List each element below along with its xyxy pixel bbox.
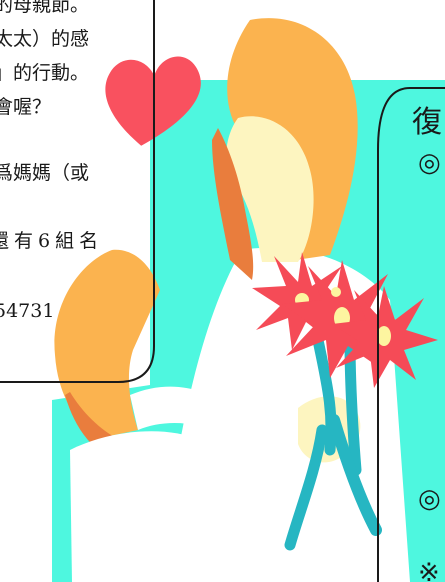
child-dress [70, 431, 200, 582]
bouquet-stem-2 [344, 334, 362, 476]
left-card-line-1: 的母親節。 [0, 0, 90, 16]
right-card-marker-2: ◎ [418, 484, 441, 514]
left-card-line-7: 54731 [0, 300, 55, 322]
left-card-line-3: 」的行動。 [0, 62, 90, 84]
right-card-border [377, 87, 445, 582]
left-card-border [0, 0, 155, 383]
left-card-line-4: 會喔？ [0, 96, 52, 118]
bouquet-stem-3 [328, 414, 382, 536]
left-card-line-5: 爲媽媽（或 [0, 162, 90, 184]
child-arm [130, 386, 230, 435]
child-hair [54, 249, 160, 438]
right-card-title: 復 [412, 105, 442, 140]
mother-face [226, 116, 314, 262]
flower-right [332, 286, 438, 388]
bouquet-stem-1 [312, 334, 337, 456]
flower-bouquet-icon [252, 252, 438, 388]
flower-seed [331, 287, 341, 297]
mother-face-shadow [212, 128, 254, 280]
right-card-marker-1: ◎ [418, 148, 441, 178]
right-card-marker-3: ※ [418, 558, 440, 582]
bouquet-stem-4 [284, 424, 328, 551]
left-card-line-6: 還有6組名 [0, 230, 104, 252]
left-card-line-2: 太太）的感 [0, 28, 90, 50]
